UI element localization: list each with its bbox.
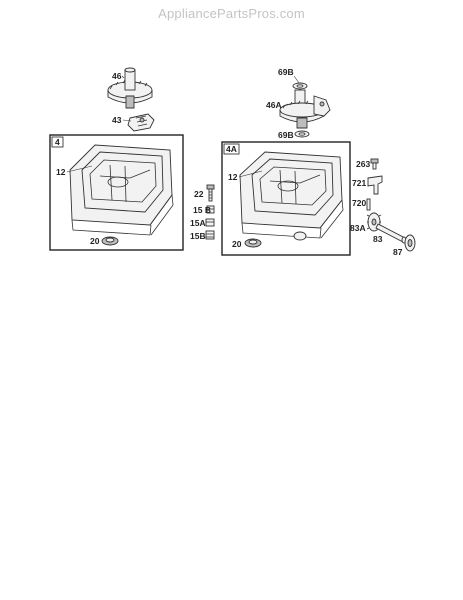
screw-263 [370, 158, 379, 170]
oil-seal-20-left [101, 236, 119, 246]
box-label-4a: 4A [226, 144, 237, 154]
callout-12-right: 12 [228, 172, 238, 182]
callout-46: 46 [112, 71, 122, 81]
callout-22: 22 [194, 189, 204, 199]
callout-720: 720 [352, 198, 366, 208]
bolt-22 [206, 184, 215, 202]
governor-43 [127, 113, 155, 132]
callout-69b-top: 69B [278, 67, 294, 77]
sump-housing-right [239, 151, 344, 241]
callout-15b-upper: 15 B [193, 205, 211, 215]
callout-15b-lower: 15B [190, 231, 206, 241]
callout-15a: 15A [190, 218, 206, 228]
site-watermark: AppliancePartsPros.com [158, 6, 305, 21]
callout-721: 721 [352, 178, 366, 188]
oil-seal-20-right [244, 238, 262, 248]
callout-87: 87 [393, 247, 403, 257]
callout-46a: 46A [266, 100, 282, 110]
callout-83a: 83A [350, 223, 366, 233]
pin-720 [366, 198, 371, 211]
assembly-box-4 [49, 134, 184, 251]
callout-20-right: 20 [232, 239, 242, 249]
thrust-washer-69b-bottom [294, 130, 310, 138]
washer-87 [404, 234, 416, 252]
assembly-box-4a [221, 141, 351, 256]
thrust-washer-69b-top [292, 82, 308, 90]
box-label-4: 4 [55, 137, 60, 147]
callout-20-left: 20 [90, 236, 100, 246]
bracket-721 [367, 175, 383, 195]
callout-69b-bottom: 69B [278, 130, 294, 140]
sump-housing-left [69, 144, 174, 236]
callout-263: 263 [356, 159, 370, 169]
camshaft-gear-46 [107, 67, 153, 109]
plug-15b-lower [205, 230, 215, 240]
callout-12-left: 12 [56, 167, 66, 177]
camshaft-gear-46a [279, 89, 331, 129]
callout-43: 43 [112, 115, 122, 125]
callout-83: 83 [373, 234, 383, 244]
plug-15b-upper [206, 205, 215, 214]
seal-15a [205, 218, 215, 227]
